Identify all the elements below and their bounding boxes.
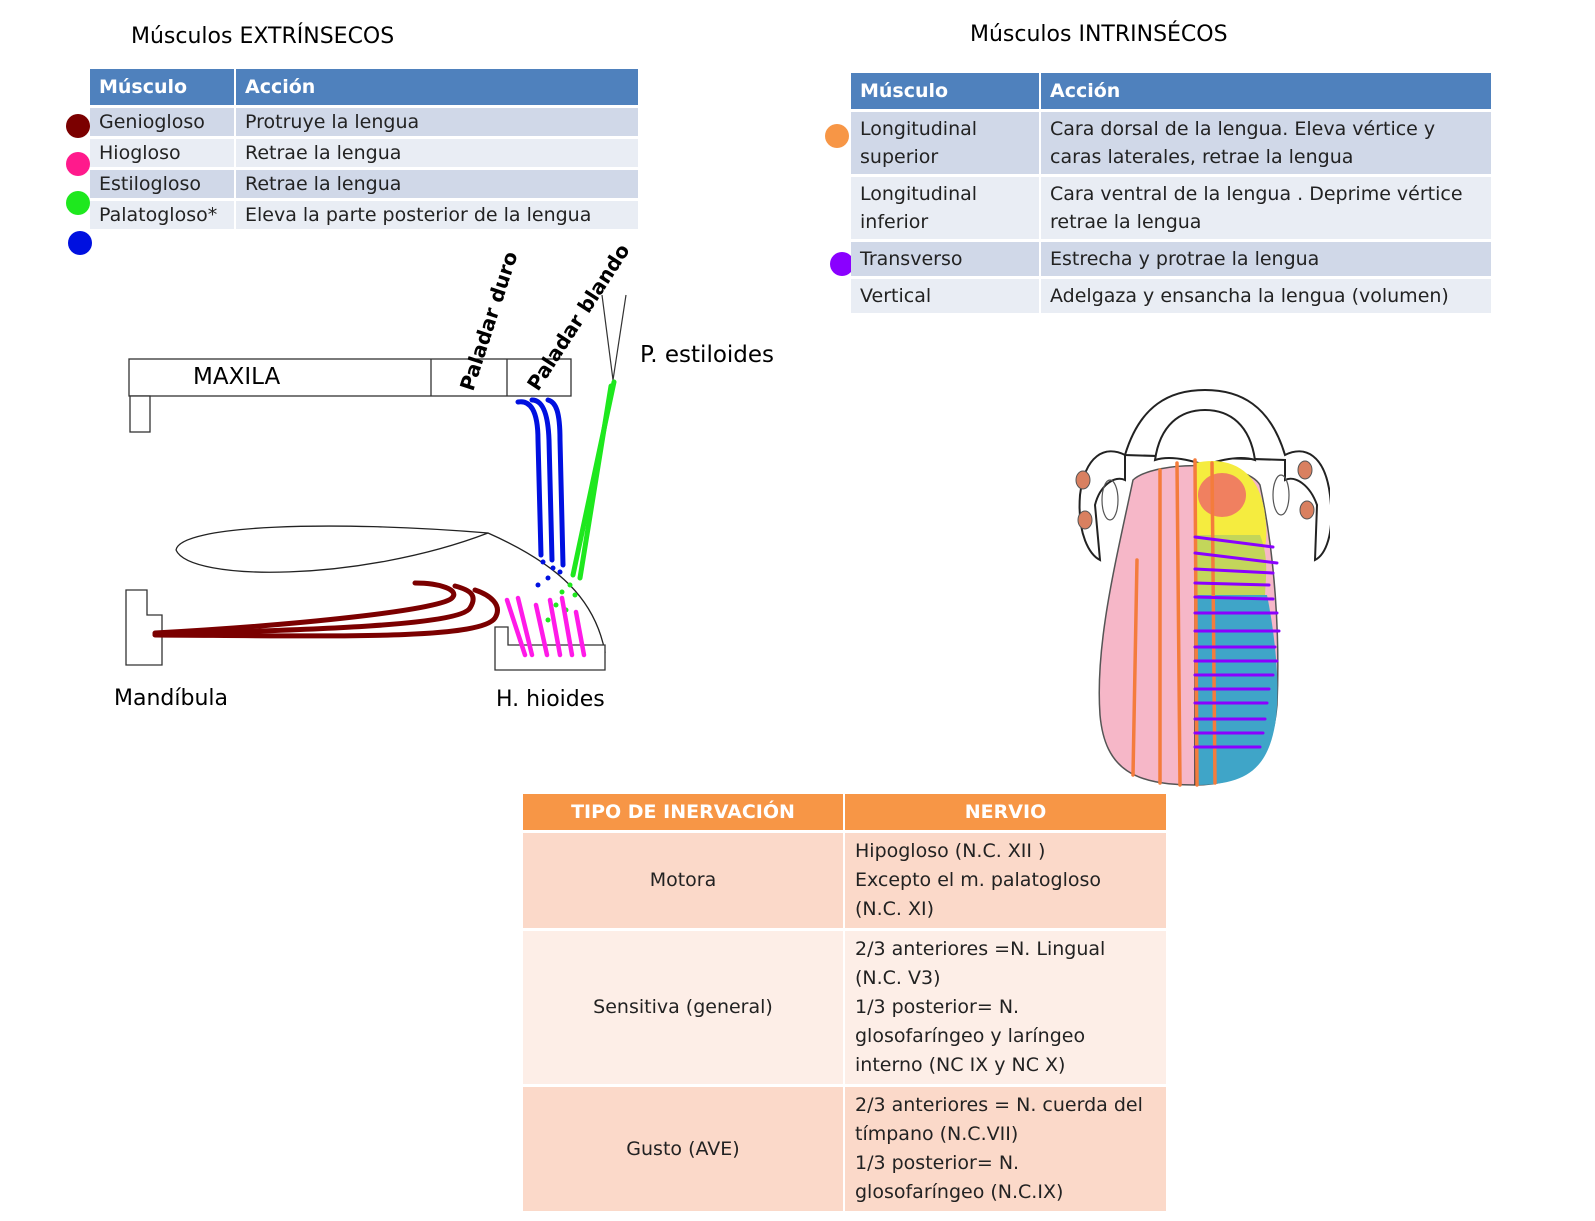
table-row: Vertical Adelgaza y ensancha la lengua (… (851, 279, 1493, 313)
palatogloso-fibers (515, 397, 566, 568)
table-row: Transverso Estrecha y protrae la lengua (851, 242, 1493, 276)
nervio-column-header: NERVIO (845, 794, 1168, 830)
paladar-blando-label: Paladar blando (522, 239, 634, 394)
tonsils (1075, 460, 1315, 530)
hioides-bone (494, 626, 606, 671)
hiogloso-color-dot (66, 152, 90, 176)
muscle-action: Protruye la lengua (236, 108, 640, 136)
table-row: Geniogloso Protruye la lengua (90, 108, 640, 136)
estiloides-process (601, 294, 627, 381)
extrinsic-muscles-diagram: MAXILA Paladar duro Paladar blando P. es… (114, 239, 774, 712)
estilogloso-fibers (570, 379, 617, 581)
maxila-label: MAXILA (193, 364, 280, 390)
table-row: Hiogloso Retrae la lengua (90, 139, 640, 167)
muscle-name: Estilogloso (90, 170, 236, 198)
muscle-action: Retrae la lengua (236, 139, 640, 167)
table-row: Gusto (AVE) 2/3 anteriores = N. cuerda d… (523, 1087, 1168, 1211)
muscle-name: Hiogloso (90, 139, 236, 167)
mandibula-bone (125, 589, 163, 666)
muscle-action: Adelgaza y ensancha la lengua (volumen) (1041, 279, 1493, 313)
transverso-color-dot (830, 252, 854, 276)
innervation-type: Sensitiva (general) (523, 931, 845, 1084)
transverso-fibers (1193, 535, 1281, 749)
longitudinal-superior-fibers (1131, 458, 1217, 787)
innervation-type: Motora (523, 833, 845, 928)
muscle-name: Palatogloso* (90, 201, 236, 229)
geniogloso-color-dot (66, 114, 90, 138)
table-row: Palatogloso* Eleva la parte posterior de… (90, 201, 640, 229)
table-row: Motora Hipogloso (N.C. XII ) Excepto el … (523, 833, 1168, 928)
mandibula-label: Mandíbula (114, 686, 228, 711)
intrinsic-title: Músculos INTRINSÉCOS (970, 22, 1228, 47)
table-header-row: Músculo Acción (90, 69, 640, 105)
extrinsic-title: Músculos EXTRÍNSECOS (131, 24, 395, 49)
tongue-papilla-spot (1198, 473, 1246, 517)
hiogloso-fibers (504, 595, 587, 658)
muscle-column-header: Músculo (90, 69, 236, 105)
muscle-action: Estrecha y protrae la lengua (1041, 242, 1493, 276)
hioides-label: H. hioides (496, 687, 605, 712)
estiloides-label: P. estiloides (640, 342, 774, 368)
muscle-name: Vertical (851, 279, 1041, 313)
action-column-header: Acción (236, 69, 640, 105)
nerve-description: 2/3 anteriores = N. cuerda del tímpano (… (845, 1087, 1168, 1211)
nerve-description: 2/3 anteriores =N. Lingual (N.C. V3) 1/3… (845, 931, 1168, 1084)
muscle-name: Geniogloso (90, 108, 236, 136)
tonsil-folds (1101, 474, 1290, 521)
nerve-description: Hipogloso (N.C. XII ) Excepto el m. pala… (845, 833, 1168, 928)
table-row: Sensitiva (general) 2/3 anteriores =N. L… (523, 931, 1168, 1084)
muscle-action: Eleva la parte posterior de la lengua (236, 201, 640, 229)
tongue-outline (175, 525, 606, 653)
estilogloso-color-dot (66, 191, 90, 215)
palatogloso-color-dot (68, 231, 92, 255)
innervation-type: Gusto (AVE) (523, 1087, 845, 1211)
tongue-underside (175, 532, 489, 573)
action-column-header: Acción (1041, 73, 1493, 109)
tongue-dorsal-illustration (1075, 388, 1330, 787)
muscle-action: Retrae la lengua (236, 170, 640, 198)
muscle-column-header: Músculo (851, 73, 1041, 109)
tipo-column-header: TIPO DE INERVACIÓN (523, 794, 845, 830)
table-header-row: Músculo Acción (851, 73, 1493, 109)
palatogloso-dots (535, 559, 563, 588)
table-header-row: TIPO DE INERVACIÓN NERVIO (523, 794, 1168, 830)
muscle-name: Transverso (851, 242, 1041, 276)
muscle-action: Cara dorsal de la lengua. Eleva vértice … (1041, 112, 1493, 174)
table-row: Estilogloso Retrae la lengua (90, 170, 640, 198)
innervation-table: TIPO DE INERVACIÓN NERVIO Motora Hipoglo… (523, 791, 1168, 1214)
geniogloso-fibers (152, 580, 500, 639)
muscle-action: Cara ventral de la lengua . Deprime vért… (1041, 177, 1493, 239)
longitudinal-superior-color-dot (825, 124, 849, 148)
maxila-bone (128, 358, 572, 433)
extrinsic-muscles-table: Músculo Acción Geniogloso Protruye la le… (90, 66, 640, 232)
